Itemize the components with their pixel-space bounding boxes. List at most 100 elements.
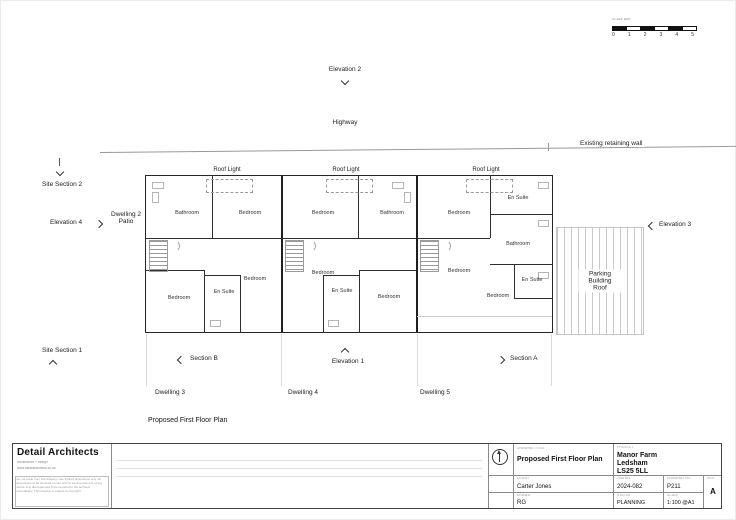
bathroom-fixture bbox=[404, 192, 411, 203]
drawn-caption: DRAWN bbox=[517, 494, 531, 498]
bathroom-fixture bbox=[538, 220, 549, 227]
interior-wall bbox=[323, 275, 359, 276]
room-label: Bathroom bbox=[506, 241, 530, 247]
elevation-2-label: Elevation 2 bbox=[328, 66, 362, 73]
firm-name: Detail Architects bbox=[17, 447, 99, 458]
interior-wall bbox=[417, 238, 490, 239]
chevron-left-icon bbox=[647, 221, 657, 231]
section-marker-line bbox=[59, 158, 60, 166]
room-label: Bedroom bbox=[167, 295, 191, 301]
party-wall bbox=[416, 176, 418, 332]
chevron-right-icon bbox=[94, 219, 104, 229]
interior-wall bbox=[359, 270, 416, 271]
scale-tick: 2 bbox=[643, 32, 647, 38]
firm-contact-line: architecture + design bbox=[17, 461, 48, 465]
parking-building-roof-area: Parking Building Roof bbox=[556, 227, 644, 335]
scale-bar-segment bbox=[668, 26, 682, 31]
scale-bar-segment bbox=[640, 26, 654, 31]
project-line: Ledsham bbox=[617, 460, 648, 467]
revision-row-line bbox=[117, 468, 482, 469]
title-block: Detail Architects architecture + design … bbox=[12, 443, 722, 509]
roof-light-label: Roof Light bbox=[472, 167, 500, 173]
titleblock-divider bbox=[613, 444, 614, 508]
room-label: En Suite bbox=[331, 288, 353, 294]
dwelling-2-patio-label: Dwelling 2 Patio bbox=[111, 211, 141, 225]
titleblock-divider bbox=[488, 444, 489, 508]
room-label: Bedroom bbox=[486, 293, 510, 299]
titleblock-divider bbox=[513, 444, 514, 508]
floor-plan: Bathroom Bedroom Bedroom En Suite Bedroo… bbox=[145, 175, 553, 333]
interior-wall bbox=[358, 176, 359, 238]
room-label: Bedroom bbox=[447, 268, 471, 274]
chevron-up-icon bbox=[340, 347, 350, 357]
dwelling-5-label: Dwelling 5 bbox=[420, 389, 450, 396]
titleblock-divider bbox=[663, 475, 664, 508]
guide-line bbox=[146, 334, 147, 386]
roof-light-outline bbox=[466, 179, 513, 193]
room-label: Bathroom bbox=[175, 210, 199, 216]
project-line: LS25 5LL bbox=[617, 468, 649, 475]
drawn-value: RG bbox=[517, 500, 526, 506]
chevron-right-icon bbox=[496, 355, 506, 365]
scale-bar-segment bbox=[626, 26, 640, 31]
room-label: En Suite bbox=[213, 289, 235, 295]
interior-wall bbox=[212, 176, 213, 238]
dwg-caption: DRAWING NO. bbox=[667, 477, 692, 481]
room-label: Bedroom bbox=[243, 276, 267, 282]
dwg-value: P211 bbox=[667, 484, 681, 490]
client-value: Carter Jones bbox=[517, 484, 552, 490]
rev-value: A bbox=[710, 487, 716, 496]
section-b-label: Section B bbox=[190, 355, 218, 362]
retaining-wall-label: Existing retaining wall bbox=[578, 140, 645, 147]
roof-light-outline bbox=[326, 179, 373, 193]
interior-wall bbox=[514, 264, 515, 298]
room-label: Bathroom bbox=[380, 210, 404, 216]
interior-wall bbox=[282, 238, 416, 239]
drawing-title-caption: DRAWING TITLE bbox=[517, 447, 545, 451]
north-needle bbox=[497, 450, 501, 454]
firm-contact-line: www.detailarchitects.co.uk bbox=[17, 467, 56, 471]
dwelling-3-label: Dwelling 3 bbox=[155, 389, 185, 396]
titleblock-divider bbox=[111, 444, 112, 508]
guide-line bbox=[551, 334, 552, 386]
scale-tick: 3 bbox=[659, 32, 663, 38]
plan-caption: Proposed First Floor Plan bbox=[148, 417, 228, 424]
room-label: Bedroom bbox=[311, 270, 335, 276]
dwelling-4-label: Dwelling 4 bbox=[288, 389, 318, 396]
scale-bar-label: SCALE BAR bbox=[612, 18, 631, 22]
chevron-left-icon bbox=[176, 355, 186, 365]
project-caption: PROJECT bbox=[617, 446, 634, 450]
patio-edge-line bbox=[417, 316, 552, 317]
disclaimer-box: Do not scale from this drawing. Use figu… bbox=[15, 476, 109, 507]
drawing-title-value: Proposed First Floor Plan bbox=[517, 456, 603, 463]
bathroom-fixture bbox=[152, 182, 164, 189]
staircase bbox=[149, 240, 168, 272]
room-label: En Suite bbox=[507, 195, 529, 201]
interior-wall bbox=[323, 275, 324, 332]
bathroom-fixture bbox=[328, 320, 339, 327]
interior-wall bbox=[146, 270, 204, 271]
room-label: En Suite bbox=[521, 277, 543, 283]
interior-wall bbox=[490, 264, 552, 265]
job-value: 2024-082 bbox=[617, 484, 643, 490]
scale-caption: SCALE bbox=[667, 494, 679, 498]
door-swing bbox=[168, 240, 180, 252]
rev-caption: REV. bbox=[707, 477, 716, 481]
scale-bar-segment bbox=[654, 26, 668, 31]
party-wall bbox=[281, 176, 283, 332]
scale-value: 1:100 @A1 bbox=[667, 500, 695, 506]
interior-wall bbox=[204, 275, 240, 276]
bathroom-fixture bbox=[392, 182, 404, 189]
interior-wall bbox=[490, 176, 491, 238]
room-label: Bedroom bbox=[377, 294, 401, 300]
revision-row-line bbox=[117, 476, 482, 477]
room-label: Bedroom bbox=[447, 210, 471, 216]
elevation-3-label: Elevation 3 bbox=[659, 221, 692, 228]
guide-line bbox=[417, 334, 418, 386]
bathroom-fixture bbox=[538, 182, 549, 189]
interior-wall bbox=[146, 238, 281, 239]
scale-tick: 0 bbox=[612, 32, 615, 38]
